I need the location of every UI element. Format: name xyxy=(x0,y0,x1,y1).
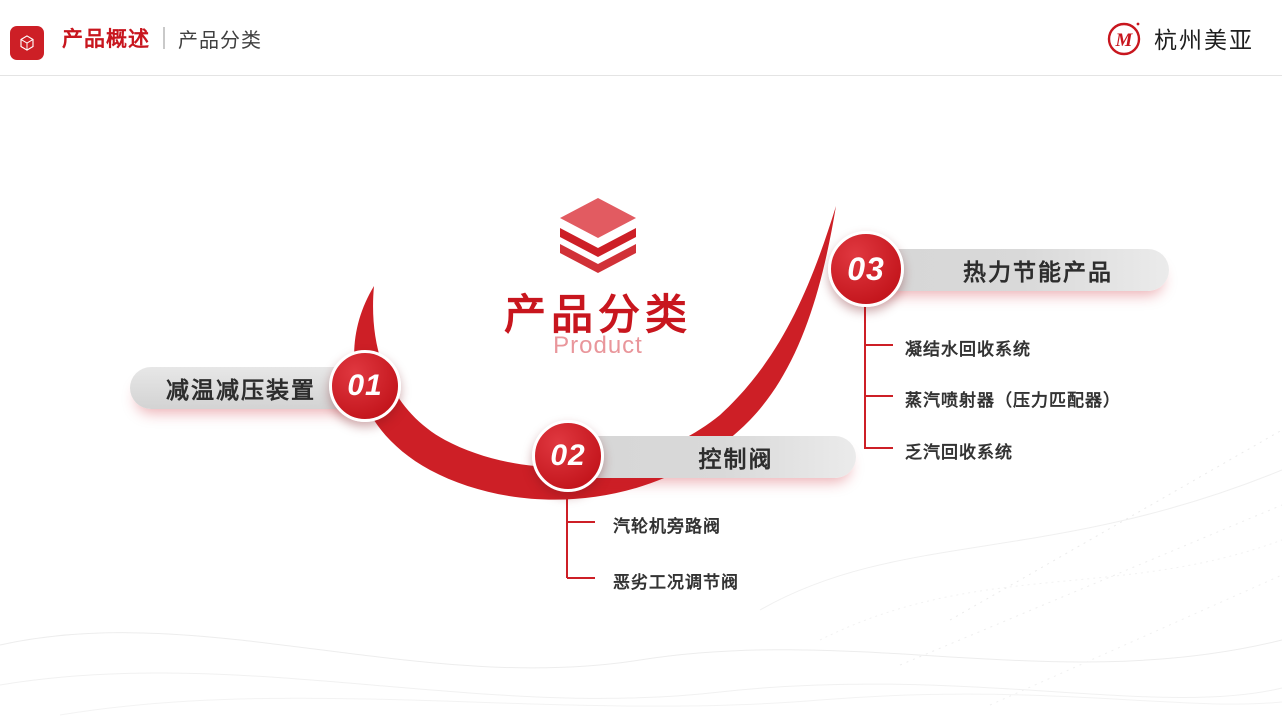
branch-item: 恶劣工况调节阀 xyxy=(613,573,739,592)
branch-tick xyxy=(865,395,893,397)
page-subtitle: Product xyxy=(553,332,643,359)
brand-logo: M 杭州美亚 xyxy=(1104,0,1254,76)
brand-mark-letter: M xyxy=(1115,30,1134,51)
breadcrumb-secondary: 产品分类 xyxy=(178,29,262,52)
breadcrumb-separator xyxy=(163,27,165,49)
node-circle-01: 01 xyxy=(329,350,401,422)
branch-item: 凝结水回收系统 xyxy=(905,340,1031,359)
category-pill-2: 控制阀 xyxy=(560,436,856,478)
branch-line-03 xyxy=(864,306,866,449)
breadcrumb: 产品概述 产品分类 xyxy=(62,0,262,76)
brand-name: 杭州美亚 xyxy=(1154,27,1254,53)
header-divider xyxy=(0,75,1282,76)
branch-item: 蒸汽喷射器（压力匹配器） xyxy=(905,391,1121,410)
branch-line-02 xyxy=(566,491,568,578)
node-circle-02: 02 xyxy=(532,420,604,492)
node-circle-03: 03 xyxy=(828,231,904,307)
layers-icon xyxy=(553,196,643,279)
brand-logo-icon: M xyxy=(1107,22,1141,56)
branch-tick xyxy=(865,344,893,346)
branch-tick xyxy=(865,447,893,449)
branch-item: 乏汽回收系统 xyxy=(905,443,1013,462)
branch-tick xyxy=(567,577,595,579)
cube-icon xyxy=(10,26,44,60)
branch-tick xyxy=(567,521,595,523)
branch-item: 汽轮机旁路阀 xyxy=(613,517,721,536)
header: 产品概述 产品分类 M 杭州美亚 xyxy=(0,0,1282,76)
breadcrumb-primary: 产品概述 xyxy=(62,28,150,51)
